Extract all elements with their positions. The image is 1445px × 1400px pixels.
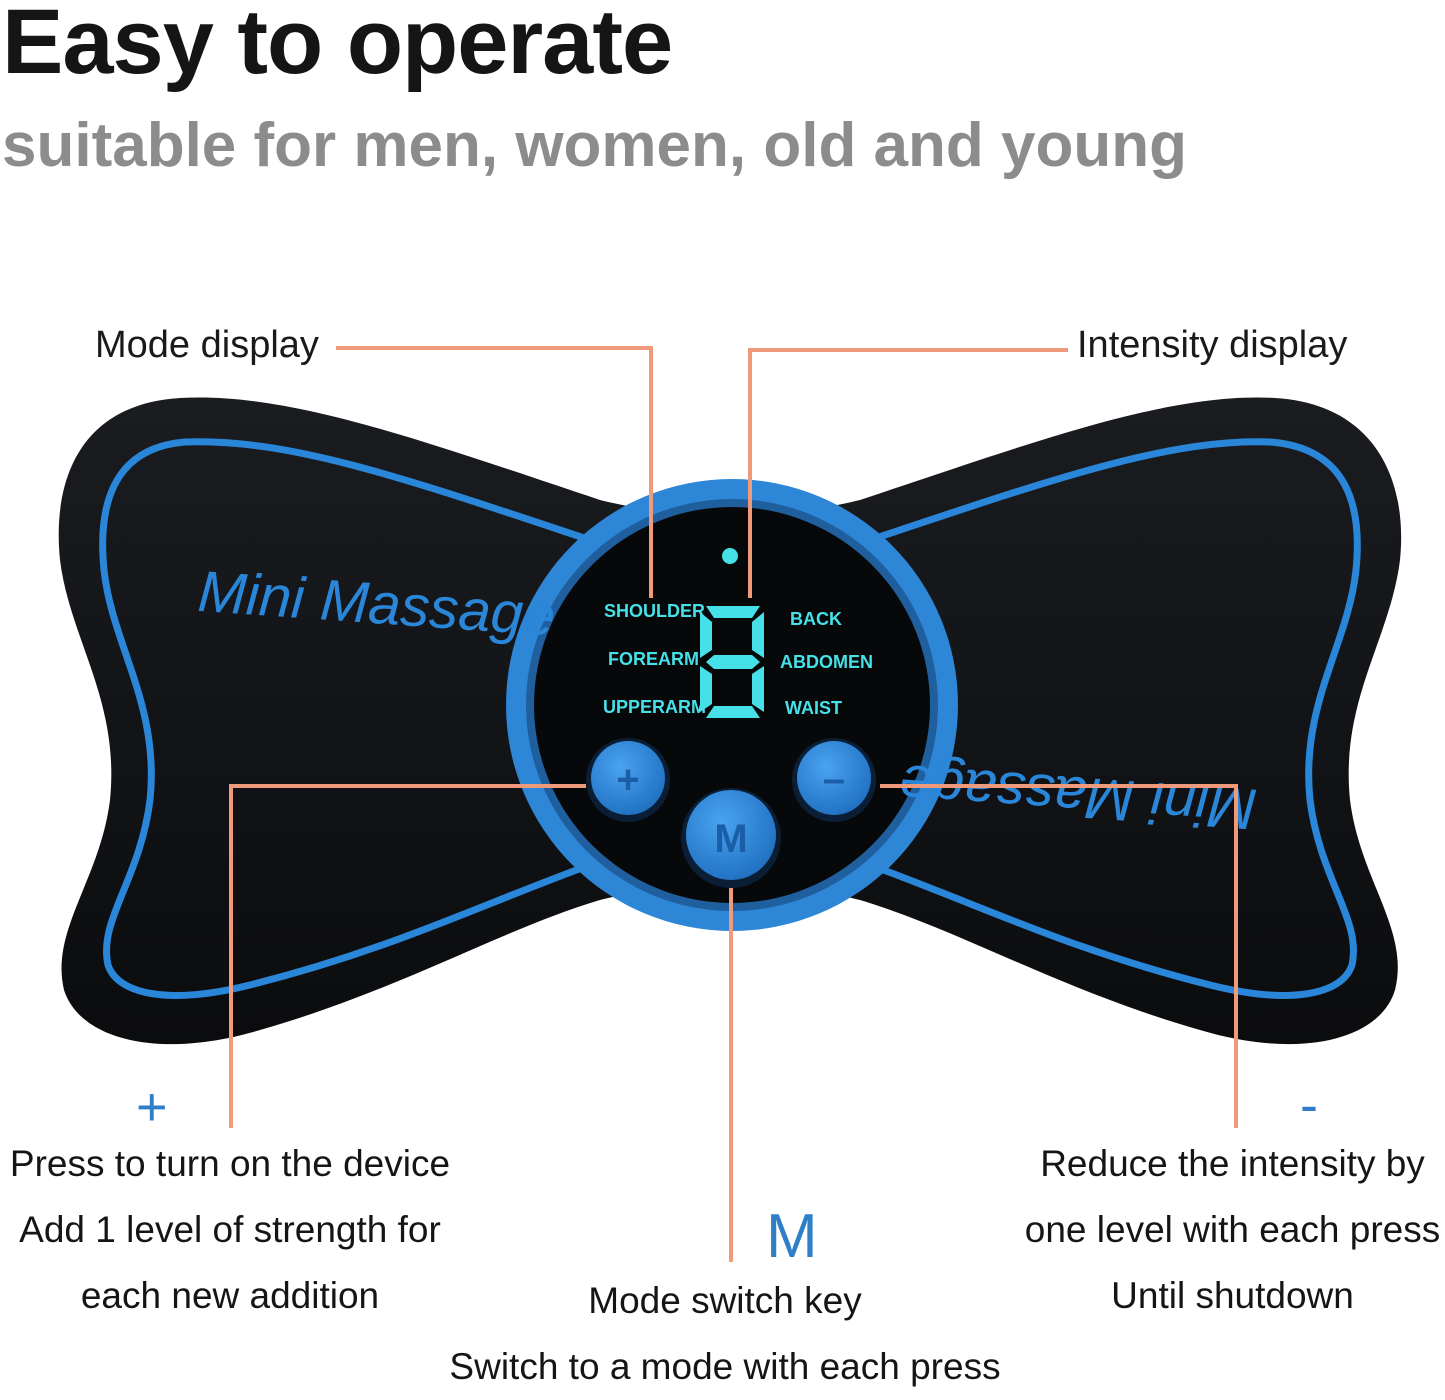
minus-instructions: Reduce the intensity by one level with e… [1010,1131,1445,1329]
plus-instruction-line: Press to turn on the device [9,1143,451,1184]
mode-instructions: Mode switch key Switch to a mode with ea… [420,1268,1030,1400]
leader-lines [229,346,1238,1262]
mode-label-upperarm: UPPERARM [603,697,706,717]
mode-label-abdomen: ABDOMEN [780,652,873,672]
mode-instruction-line: Switch to a mode with each press [449,1346,1001,1387]
leader-line-intensity-display [748,348,1068,598]
mode-label-waist: WAIST [785,698,842,718]
minus-icon: – [823,757,845,801]
plus-symbol: + [136,1077,168,1137]
minus-instruction-line: one level with each press [1024,1209,1441,1250]
minus-button[interactable]: – [792,738,876,822]
mode-label-forearm: FOREARM [608,649,699,669]
leader-line-plus [229,784,586,1128]
mode-label-back: BACK [790,609,842,629]
mode-button[interactable]: M [681,788,781,888]
power-indicator-icon [722,548,738,564]
plus-icon: + [616,758,639,802]
device-outline [99,438,1361,999]
plus-instruction-line: Add 1 level of strength for [19,1209,441,1250]
page-title: Easy to operate [2,0,673,93]
minus-instruction-line: Until shutdown [1111,1275,1354,1316]
plus-instruction-line: each new addition [80,1275,380,1316]
minus-symbol: - [1300,1075,1318,1135]
mode-button-label: M [714,817,747,861]
plus-instructions: Press to turn on the device Add 1 level … [0,1131,460,1329]
minus-instruction-line: Reduce the intensity by [1040,1143,1425,1184]
mode-instruction-line: Mode switch key [588,1280,862,1321]
intensity-display-label: Intensity display [1077,324,1348,366]
plus-button[interactable]: + [586,738,670,822]
intensity-digit [700,606,764,718]
mode-display-label: Mode display [95,324,319,366]
leader-line-minus [880,784,1238,1128]
leader-line-mode-display [336,346,653,598]
page-subtitle: suitable for men, women, old and young [2,111,1187,180]
mode-symbol: M [766,1202,818,1271]
mode-label-shoulder: SHOULDER [604,601,705,621]
